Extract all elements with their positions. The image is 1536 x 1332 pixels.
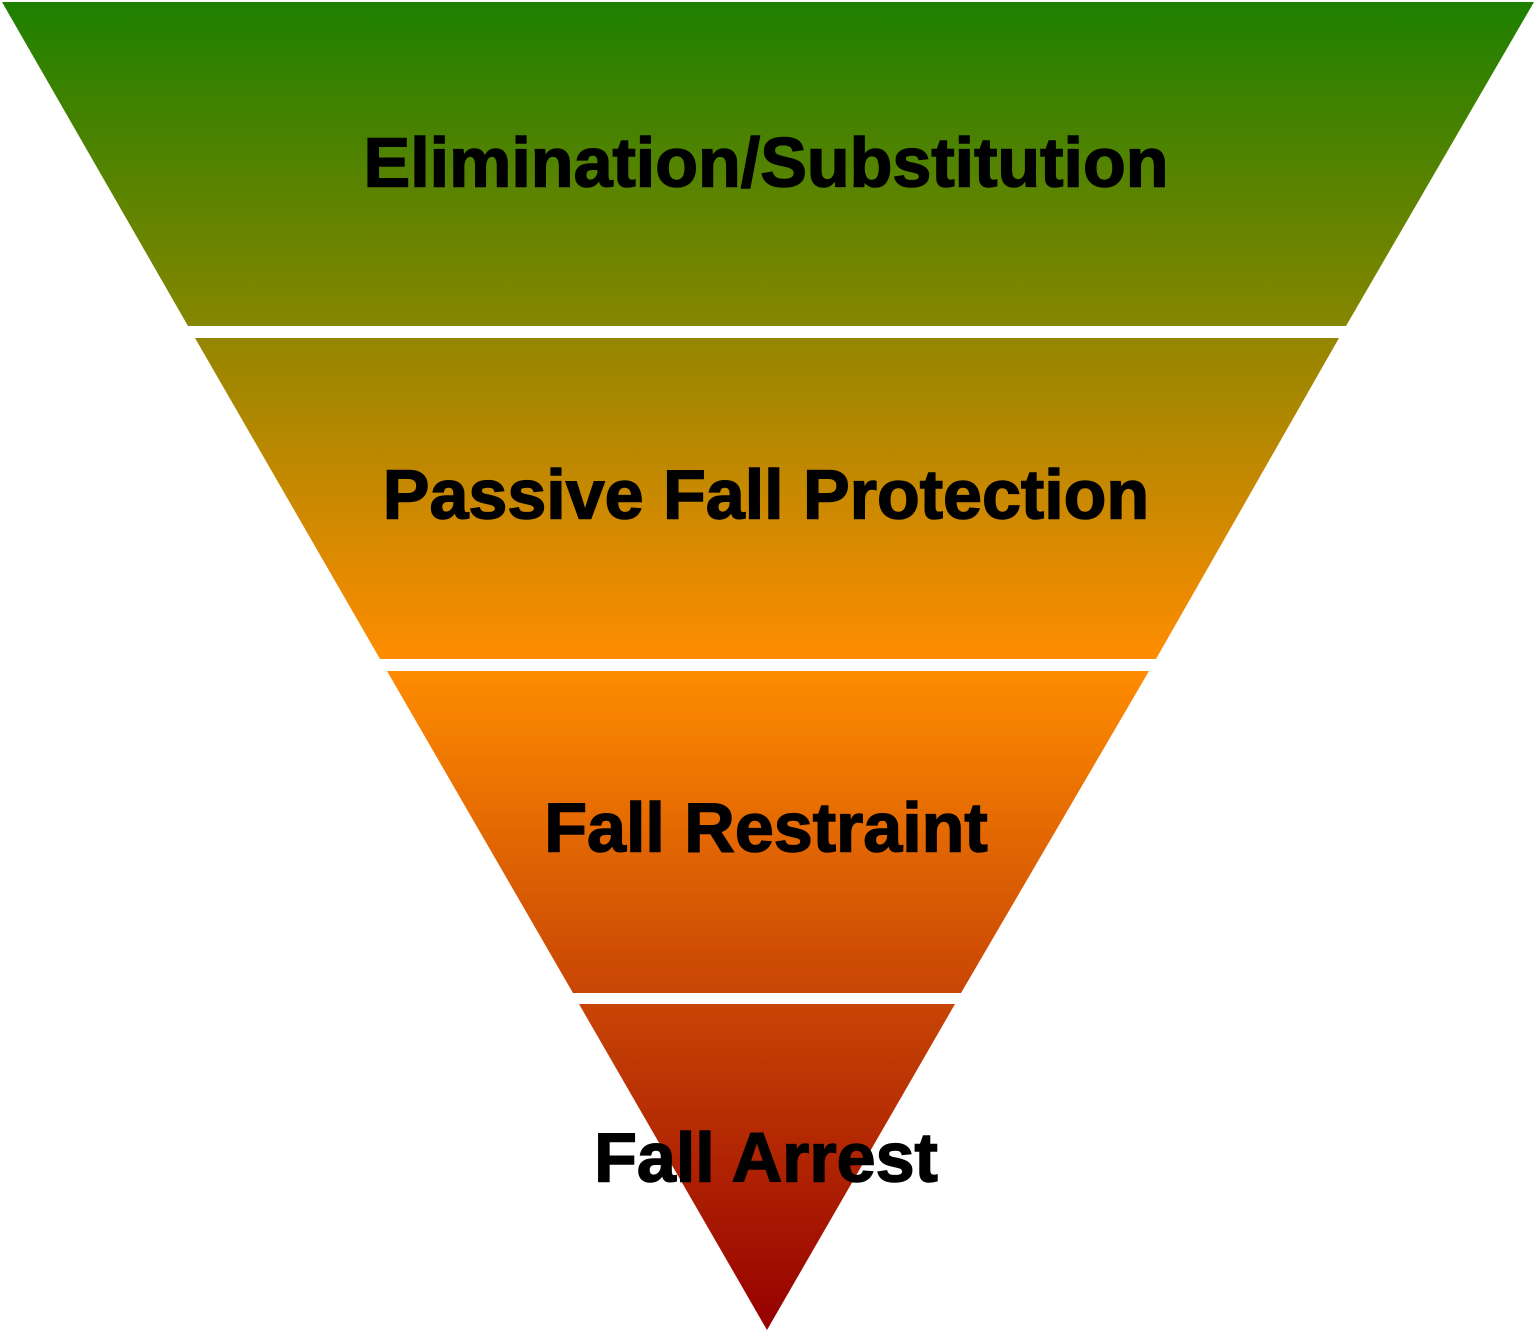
tier-fall-arrest	[579, 1004, 955, 1330]
tier-passive-fall-protection	[195, 338, 1339, 659]
tier-elimination-substitution	[2, 2, 1534, 326]
tier-fall-restraint	[387, 671, 1149, 993]
tier-label-passive-fall-protection: Passive Fall Protection	[383, 455, 1149, 533]
tier-label-fall-restraint: Fall Restraint	[544, 788, 987, 866]
tier-label-fall-arrest: Fall Arrest	[594, 1118, 938, 1196]
tier-label-elimination-substitution: Elimination/Substitution	[364, 123, 1169, 201]
